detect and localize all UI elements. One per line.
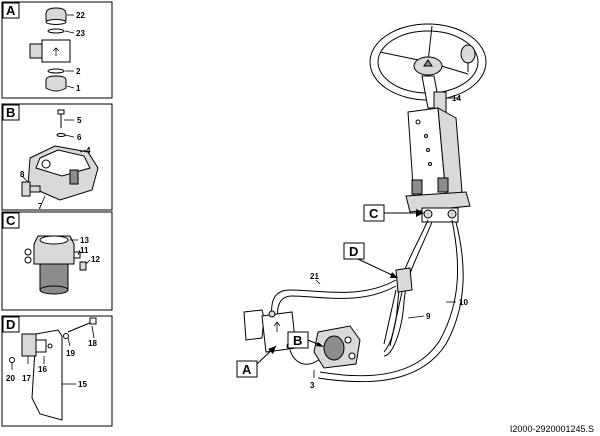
part-label-3: 3 [310, 381, 315, 390]
callout-b-letter: B [293, 333, 302, 348]
part-label-20: 20 [6, 374, 15, 383]
callout-c-arrow-icon [416, 209, 424, 217]
callout-a-box [236, 360, 258, 378]
screw-part-18 [67, 321, 93, 333]
nut-part-19 [63, 333, 69, 339]
part-label-5: 5 [77, 116, 82, 125]
part-label-9: 9 [426, 312, 431, 321]
part-label-23: 23 [76, 29, 85, 38]
hose-bracket-d [395, 267, 413, 293]
part-label-22: 22 [76, 11, 85, 20]
port-left-1 [24, 248, 32, 256]
part-label-2: 2 [76, 67, 81, 76]
panel-b: B 5 6 4 8 7 [1, 103, 113, 211]
valve-assembly-a-port [243, 309, 265, 341]
panel-c-frame [1, 211, 113, 311]
hose-21-b [277, 285, 397, 321]
panel-c-letter: C [6, 213, 16, 228]
part-label-15: 15 [78, 380, 87, 389]
panel-d-frame [1, 315, 113, 427]
part-label-14: 14 [452, 94, 461, 103]
part-label-18: 18 [88, 339, 97, 348]
panel-b-letter: B [6, 105, 15, 120]
panel-a-label-box [2, 2, 20, 19]
hose-21-a [271, 279, 397, 319]
washer-part-20 [9, 357, 15, 363]
callout-a-arrow-icon [268, 346, 276, 354]
washer-part-6 [56, 133, 66, 137]
hose-10-b [317, 221, 464, 383]
panel-c: C 13 11 12 [1, 211, 113, 311]
cap-part-22-base [45, 19, 67, 25]
port-left-2 [24, 256, 32, 264]
part-label-21: 21 [310, 272, 319, 281]
fitting-part-8-stub [29, 185, 41, 193]
part-label-6: 6 [77, 133, 82, 142]
cap-part-1 [45, 75, 67, 92]
panel-d-letter: D [6, 317, 15, 332]
column-base [405, 191, 471, 213]
panel-b-label-box [2, 104, 20, 121]
housing-port [69, 169, 79, 185]
part-label-16: 16 [38, 365, 47, 374]
panel-b-frame [1, 103, 113, 211]
fitting-part-8 [21, 181, 31, 197]
fitting-part-12 [79, 261, 87, 271]
panel-d-label-box [2, 316, 20, 333]
part-label-10: 10 [459, 298, 468, 307]
housing-boss [41, 159, 51, 169]
flow-arrow-icon [52, 47, 60, 56]
callout-a-letter: A [242, 362, 252, 377]
part-label-19: 19 [66, 349, 75, 358]
callout-c-letter: C [369, 206, 379, 221]
part-label-1: 1 [76, 84, 81, 93]
part-label-8: 8 [20, 170, 25, 179]
part-label-17: 17 [22, 374, 31, 383]
steering-unit-top [39, 235, 69, 245]
hose-9-b [383, 221, 433, 357]
screw-head-part-18 [89, 317, 97, 325]
valve-port [29, 43, 43, 59]
main-assembly: 14 [236, 23, 487, 390]
panel-a: A 22 23 2 1 [1, 1, 113, 99]
flow-arrow-icon-main [273, 321, 281, 332]
valve-block [35, 339, 47, 353]
callout-d-letter: D [349, 244, 358, 259]
part-label-4: 4 [86, 146, 91, 155]
hose-10-a [319, 219, 459, 377]
part-label-13: 13 [80, 236, 89, 245]
valve-part-16 [21, 333, 37, 357]
oring-part-23 [47, 28, 65, 34]
callout-b-arrow-icon [316, 342, 324, 347]
steering-unit-bottom [39, 285, 69, 295]
panel-a-frame [1, 1, 113, 99]
panel-c-label-box [2, 212, 20, 229]
hub-emblem-icon [423, 59, 433, 67]
panel-d: D 18 19 17 20 16 15 [1, 315, 113, 427]
callout-d-box [343, 242, 365, 260]
callout-d-arrow-icon [390, 272, 398, 278]
part-label-11: 11 [80, 246, 89, 255]
hose-9-a [383, 219, 429, 353]
part-label-12: 12 [91, 255, 100, 264]
panel-a-letter: A [6, 3, 16, 18]
bolt-head-part-5 [57, 109, 65, 115]
oring-part-2 [47, 68, 65, 74]
orbital-unit-motor [323, 335, 345, 361]
drawing-reference: I2000-2920001245.S [510, 424, 594, 434]
part-label-7: 7 [38, 202, 43, 211]
bracket-hole [47, 343, 53, 349]
spinner-knob [460, 44, 476, 64]
